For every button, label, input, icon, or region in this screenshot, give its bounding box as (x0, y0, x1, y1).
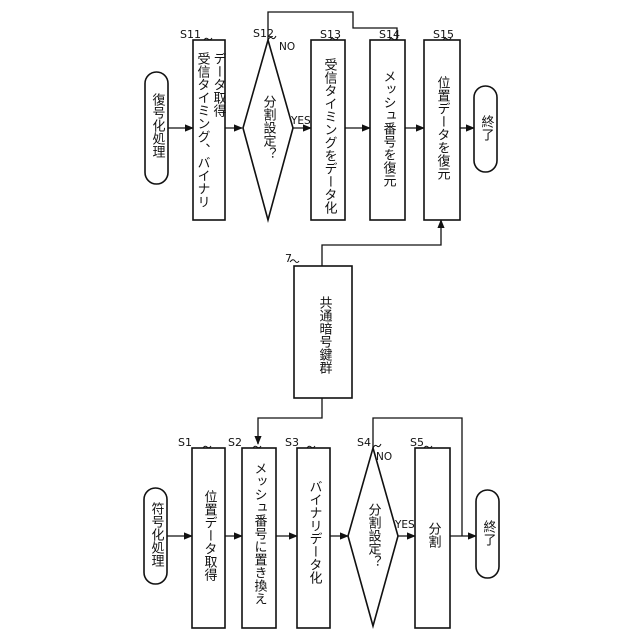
encode-flow: 符号化処理 位置データ取得 S1 メッシュ番号に置き換え S2 バイナリデータ化… (144, 418, 499, 628)
encode-s3-text: バイナリデータ化 (307, 480, 323, 585)
decode-end-label: 終了 (479, 114, 495, 141)
decode-s12-id: S12 (253, 27, 274, 40)
encode-end-label: 終了 (481, 519, 497, 546)
encode-s3-id: S3 (285, 436, 299, 449)
decode-s14-text: メッシュ番号を復元 (381, 70, 397, 188)
decode-s12-yes-label: YES (290, 115, 311, 127)
decode-s14-id: S14 (379, 28, 400, 41)
decode-s15-text: 位置データを復元 (435, 76, 451, 181)
encode-s4-yes-label: YES (394, 519, 415, 531)
decode-s13-text: 受信タイミングをデータ化 (322, 58, 338, 215)
encode-s4-id: S4 (357, 436, 371, 449)
decode-s12-text: 分割設定？ (261, 95, 277, 160)
decode-s11-text-line2: データ取得 (211, 52, 227, 117)
common-key-text: 共通暗号鍵群 (317, 296, 333, 374)
encode-start-label: 符号化処理 (149, 501, 165, 567)
decode-flow: 復号化処理 受信タイミング、バイナリ データ取得 S11 分割設定？ S12 N… (145, 12, 497, 266)
encode-s1-id: S1 (178, 436, 192, 449)
decode-s12-no-label: NO (279, 41, 295, 53)
encode-s2-text: メッシュ番号に置き換え (252, 462, 268, 605)
encode-s4-text: 分割設定？ (366, 503, 382, 568)
encode-s2-id: S2 (228, 436, 242, 449)
decode-s13-id: S13 (320, 28, 341, 41)
decode-start-label: 復号化処理 (150, 92, 166, 158)
encode-s1-text: 位置データ取得 (202, 490, 218, 581)
common-key-group: 共通暗号鍵群 7 (258, 252, 352, 444)
encode-s5-text: 分割 (426, 522, 442, 548)
encode-s4-no-label: NO (376, 451, 392, 463)
common-key-id: 7 (285, 252, 292, 265)
decode-s15-id: S15 (433, 28, 454, 41)
encode-s5-id: S5 (410, 436, 424, 449)
decode-s11-text-line1: 受信タイミング、バイナリ (195, 52, 211, 208)
decode-s11-id: S11 (180, 28, 201, 41)
